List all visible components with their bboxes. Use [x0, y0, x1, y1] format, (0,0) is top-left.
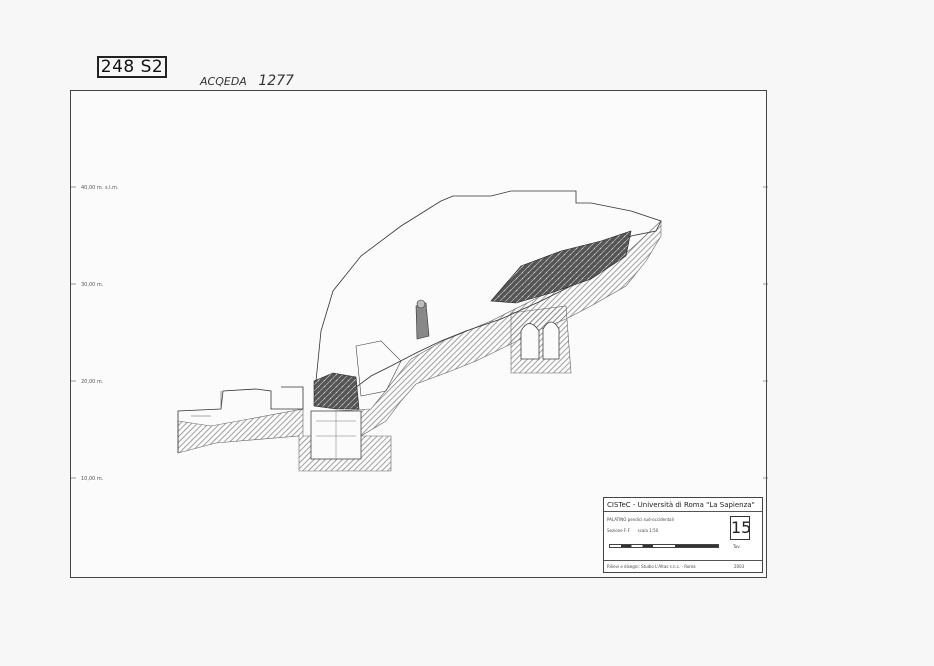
hill-profile-outline — [315, 190, 662, 402]
sheet-label: Tav. — [733, 544, 741, 549]
elevation-label-40: 40,00 m. s.l.m. — [81, 185, 119, 191]
right-elevation-ticks — [763, 186, 768, 479]
title-block-institution: CISTeC - Università di Roma "La Sapienza… — [604, 498, 762, 512]
title-block-footer: Rilievi e disegni: Studio L'Altas s.n.c.… — [604, 560, 762, 573]
ground-section-hatched — [177, 220, 662, 472]
cistern-chamber — [510, 305, 572, 374]
elevation-label-20: 20,00 m. — [81, 379, 104, 385]
left-buildings-outline — [177, 386, 304, 453]
elevation-label-10: 10,00 m. — [81, 476, 104, 482]
title-block: CISTeC - Università di Roma "La Sapienza… — [603, 497, 763, 573]
archive-stamp: 248 S2 — [97, 56, 167, 78]
wall-remains-mid — [355, 340, 402, 397]
survey-credit: Rilievi e disegni: Studio L'Altas s.n.c.… — [607, 564, 696, 569]
column-fragment — [415, 302, 430, 340]
handwritten-note: ACQEDA 1277 — [200, 73, 294, 89]
left-building-details — [191, 391, 222, 417]
sheet-number: 15 — [730, 516, 751, 540]
elevation-label-30: 30,00 m. — [81, 282, 104, 288]
graphic-scale-bar — [609, 544, 719, 548]
column-capital — [416, 299, 426, 309]
title-block-project: PALATINO pendici sud-occidentali — [607, 517, 674, 522]
lower-chamber-lines — [316, 411, 356, 459]
cistern-openings — [520, 321, 560, 360]
title-block-drawing: Sezione F-F scala 1:50 — [607, 528, 658, 533]
handwritten-note-number: 1277 — [258, 73, 294, 89]
left-elevation-ticks — [71, 186, 76, 479]
section-drawing — [71, 186, 768, 479]
masonry-upper-right — [490, 230, 632, 304]
title-block-scale: scala 1:50 — [637, 528, 659, 533]
handwritten-note-label: ACQEDA — [200, 75, 247, 88]
masonry-lower-left — [313, 372, 360, 410]
title-block-drawing-name: Sezione F-F — [607, 528, 630, 533]
drawing-sheet: 40,00 m. s.l.m. 30,00 m. 20,00 m. 10,00 … — [70, 90, 768, 578]
survey-year: 2003 — [734, 564, 745, 569]
